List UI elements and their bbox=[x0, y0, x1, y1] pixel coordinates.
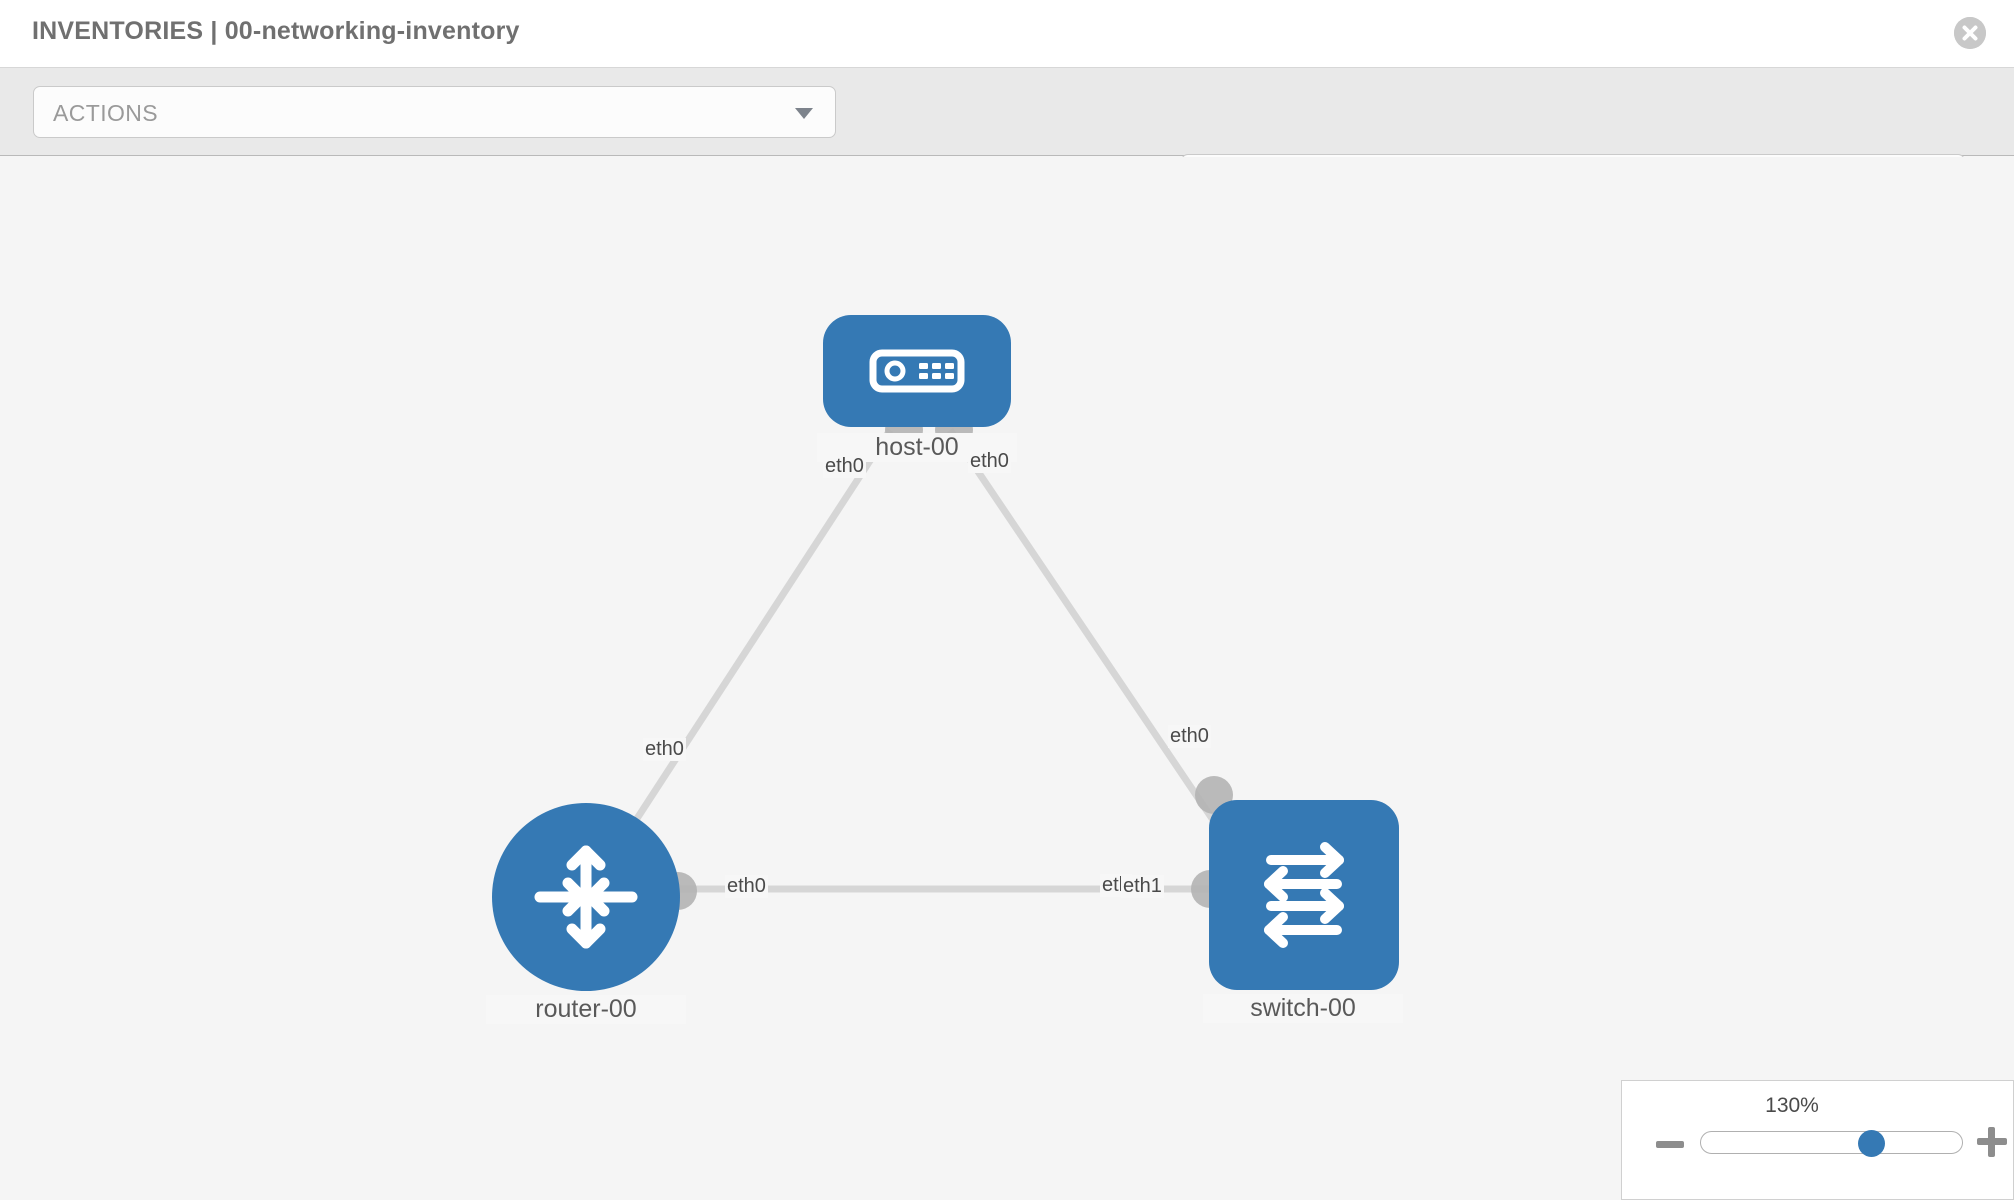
zoom-slider-thumb[interactable] bbox=[1858, 1130, 1885, 1157]
iface-label-switch-up: eth0 bbox=[1168, 725, 1211, 748]
node-host-00-shape[interactable] bbox=[823, 315, 1011, 427]
plus-icon[interactable] bbox=[1977, 1127, 2007, 1157]
topology-canvas[interactable]: host-00 bbox=[0, 157, 2014, 1200]
zoom-level-value: 130% bbox=[1765, 1094, 1819, 1117]
node-switch-00-shape[interactable] bbox=[1209, 800, 1399, 990]
link-host-switch bbox=[947, 428, 1243, 862]
minus-icon[interactable] bbox=[1656, 1141, 1684, 1148]
iface-label-host-right: eth0 bbox=[968, 450, 1011, 473]
iface-label-host-left: eth0 bbox=[823, 455, 866, 478]
iface-label-switch-left: eth1 bbox=[1121, 875, 1164, 898]
topology-links bbox=[607, 428, 1243, 893]
zoom-slider-track[interactable] bbox=[1700, 1131, 1963, 1154]
toolbar: ACTIONS SEARCH bbox=[0, 68, 2014, 206]
page-title: INVENTORIES | 00-networking-inventory bbox=[32, 17, 520, 45]
close-icon[interactable] bbox=[1954, 17, 1986, 49]
topology-graph: host-00 bbox=[0, 157, 2014, 1200]
page-header: INVENTORIES | 00-networking-inventory bbox=[0, 0, 2014, 68]
actions-dropdown-label: ACTIONS bbox=[53, 100, 159, 126]
router-arrows-icon bbox=[534, 845, 638, 949]
server-icon bbox=[869, 349, 965, 393]
link-host-router bbox=[607, 428, 893, 862]
node-switch-00-label: switch-00 bbox=[1203, 994, 1403, 1023]
node-router-00-shape[interactable] bbox=[492, 803, 680, 991]
node-router-00-label: router-00 bbox=[486, 995, 686, 1024]
chevron-down-icon bbox=[795, 108, 813, 119]
zoom-control-panel: 130% bbox=[1621, 1080, 2014, 1200]
iface-label-router-right: eth0 bbox=[725, 875, 768, 898]
iface-label-router-up: eth0 bbox=[643, 738, 686, 761]
switch-arrows-icon bbox=[1264, 842, 1344, 948]
actions-dropdown[interactable]: ACTIONS bbox=[33, 86, 836, 138]
